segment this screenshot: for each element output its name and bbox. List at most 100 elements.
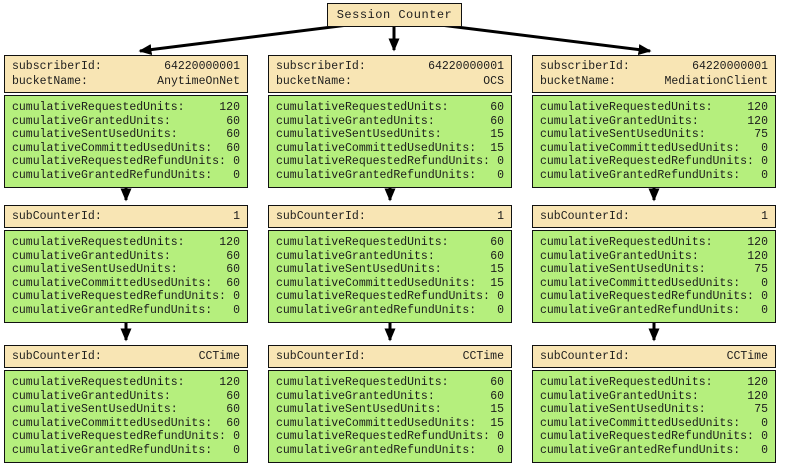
field-value: 75 (754, 403, 768, 416)
field-row: cumulativeGrantedUnits: 60 (12, 115, 240, 129)
field-value: 0 (497, 155, 504, 168)
field-value: 0 (761, 290, 768, 303)
field-label: cumulativeRequestedUnits: (12, 376, 185, 389)
field-value: 120 (747, 376, 768, 389)
field-row: cumulativeGrantedUnits:120 (540, 250, 768, 264)
field-row: cumulativeSentUsedUnits:75 (540, 403, 768, 417)
field-label: cumulativeGrantedRefundUnits: (540, 443, 741, 457)
field-label: cumulativeGrantedRefundUnits: (12, 168, 213, 182)
field-value: 15 (490, 141, 504, 155)
field-row: subCounterId: 1 (540, 209, 768, 224)
field-label: subCounterId: (540, 350, 630, 363)
field-row: subCounterId:CCTime (276, 349, 504, 364)
subcounter-node-col3: subCounterId: 1 cumulativeRequestedUnits:… (532, 205, 776, 323)
field-value: 0 (761, 276, 768, 290)
field-row: cumulativeRequestedRefundUnits:0 (12, 155, 240, 169)
field-label: cumulativeRequestedRefundUnits: (276, 155, 490, 168)
field-label: cumulativeRequestedRefundUnits: (276, 430, 490, 443)
field-row: subCounterId:1 (276, 209, 504, 224)
field-row: cumulativeCommittedUsedUnits:15 (276, 142, 504, 156)
field-label: cumulativeRequestedUnits: (12, 101, 185, 114)
field-row: subscriberId:64220000001 (540, 59, 768, 74)
field-label: cumulativeCommittedUsedUnits: (12, 416, 213, 430)
field-row: cumulativeGrantedRefundUnits:0 (540, 304, 768, 318)
field-value: 60 (490, 389, 504, 403)
field-value: 60 (226, 114, 240, 128)
field-row: cumulativeGrantedRefundUnits:0 (540, 169, 768, 183)
field-row: bucketName:OCS (276, 74, 504, 89)
field-value: 0 (761, 416, 768, 430)
field-value: 0 (233, 168, 240, 182)
field-row: cumulativeCommittedUsedUnits: 60 (12, 277, 240, 291)
field-label: cumulativeGrantedUnits: (540, 114, 699, 128)
field-row: cumulativeRequestedUnits:120 (12, 101, 240, 115)
field-row: cumulativeRequestedRefundUnits:0 (540, 290, 768, 304)
cctime-node-col2: subCounterId:CCTime cumulativeRequestedU… (268, 345, 512, 463)
field-value: 0 (497, 290, 504, 303)
field-value: 0 (233, 290, 240, 303)
field-label: cumulativeCommittedUsedUnits: (12, 276, 213, 290)
field-value: 1 (233, 210, 240, 223)
field-row: cumulativeGrantedRefundUnits:0 (540, 444, 768, 458)
field-label: cumulativeGrantedRefundUnits: (276, 168, 477, 182)
field-label: subscriberId: (12, 60, 102, 73)
field-value: 64220000001 (692, 60, 768, 73)
field-value: 120 (219, 236, 240, 249)
field-label: cumulativeRequestedUnits: (540, 236, 713, 249)
field-value: 0 (761, 430, 768, 443)
field-label: cumulativeCommittedUsedUnits: (540, 416, 741, 430)
field-row: cumulativeRequestedUnits:120 (540, 101, 768, 115)
field-value: AnytimeOnNet (157, 75, 240, 88)
field-label: cumulativeSentUsedUnits: (12, 263, 178, 276)
field-row: cumulativeGrantedRefundUnits:0 (12, 304, 240, 318)
field-row: cumulativeSentUsedUnits:15 (276, 263, 504, 277)
field-label: cumulativeCommittedUsedUnits: (276, 416, 477, 430)
field-value: MediationClient (664, 75, 768, 88)
field-value: 0 (497, 430, 504, 443)
field-label: cumulativeGrantedUnits: (276, 114, 435, 128)
field-row: cumulativeGrantedRefundUnits:0 (276, 169, 504, 183)
field-row: cumulativeSentUsedUnits:15 (276, 403, 504, 417)
field-row: cumulativeCommittedUsedUnits:0 (540, 142, 768, 156)
field-row: cumulativeGrantedUnits:60 (12, 250, 240, 264)
field-row: subCounterId:CCTime (540, 349, 768, 364)
field-label: subCounterId: (540, 210, 630, 223)
field-label: cumulativeGrantedRefundUnits: (12, 443, 213, 457)
field-row: cumulativeGrantedRefundUnits: 0 (12, 169, 240, 183)
field-value: 1 (761, 210, 768, 223)
field-row: cumulativeSentUsedUnits:15 (276, 128, 504, 142)
field-label: cumulativeSentUsedUnits: (540, 263, 706, 276)
field-value: 15 (490, 128, 504, 141)
node-body: cumulativeRequestedUnits: 60 cumulativeGra… (268, 370, 512, 463)
field-label: bucketName: (12, 75, 88, 88)
node-header: subCounterId:CCTime (532, 345, 776, 368)
field-value: 0 (497, 303, 504, 317)
field-value: 64220000001 (428, 60, 504, 73)
field-label: cumulativeGrantedUnits: (12, 114, 171, 128)
field-label: cumulativeRequestedUnits: (540, 376, 713, 389)
field-row: cumulativeCommittedUsedUnits:60 (12, 142, 240, 156)
field-label: cumulativeRequestedUnits: (276, 376, 449, 389)
field-label: cumulativeCommittedUsedUnits: (276, 276, 477, 290)
field-value: 0 (497, 443, 504, 457)
field-label: cumulativeRequestedRefundUnits: (12, 430, 226, 443)
field-value: 0 (761, 168, 768, 182)
field-row: cumulativeRequestedUnits:120 (540, 236, 768, 250)
field-label: bucketName: (276, 75, 352, 88)
field-label: cumulativeGrantedRefundUnits: (276, 303, 477, 317)
cctime-node-col1: subCounterId:CCTime cumulativeRequestedU… (4, 345, 248, 463)
field-row: subscriberId:64220000001 (276, 59, 504, 74)
field-row: cumulativeRequestedUnits:120 (12, 236, 240, 250)
field-value: 75 (754, 128, 768, 141)
field-label: cumulativeGrantedRefundUnits: (12, 303, 213, 317)
field-value: 15 (490, 416, 504, 430)
field-label: cumulativeGrantedRefundUnits: (276, 443, 477, 457)
field-value: 60 (226, 276, 240, 290)
field-row: cumulativeRequestedUnits: 120 (540, 376, 768, 390)
